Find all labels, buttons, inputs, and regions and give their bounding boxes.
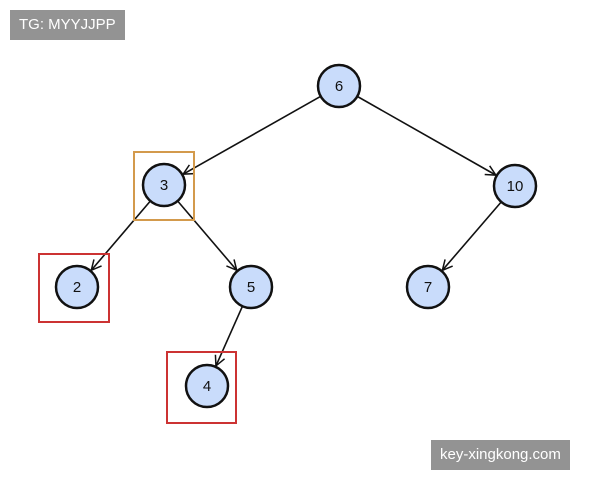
tree-edges	[91, 95, 502, 366]
node-circle	[492, 163, 538, 209]
tree-node-2: 2	[54, 264, 100, 310]
node-circle	[54, 264, 100, 310]
edge-n6-n3	[183, 95, 322, 174]
tree-node-10: 10	[492, 163, 538, 209]
node-label: 5	[247, 279, 255, 296]
edge-n10-n7	[442, 201, 502, 270]
tree-node-7: 7	[405, 264, 451, 310]
node-label: 4	[203, 378, 211, 395]
tree-node-4: 4	[184, 363, 230, 409]
tree-node-6: 6	[316, 63, 362, 109]
tree-nodes: 6 3 10 2 5 7 4	[54, 63, 538, 409]
edge-n3-n5	[177, 200, 237, 270]
node-circle	[141, 162, 187, 208]
tree-node-5: 5	[228, 264, 274, 310]
node-label: 2	[73, 279, 81, 296]
node-circle	[184, 363, 230, 409]
highlight-boxes	[38, 151, 237, 424]
node-label: 3	[160, 177, 168, 194]
node-label: 10	[507, 178, 524, 195]
highlight-box-red	[166, 351, 237, 424]
node-label: 6	[335, 78, 343, 95]
highlight-box-orange	[133, 151, 195, 221]
watermark-top-left: TG: MYYJJPP	[10, 10, 125, 40]
node-label: 7	[424, 279, 432, 296]
node-circle	[405, 264, 451, 310]
edge-n3-n2	[91, 200, 151, 270]
node-circle	[228, 264, 274, 310]
edge-n5-n4	[216, 305, 244, 366]
edge-n6-n10	[356, 95, 496, 175]
highlight-box-red	[38, 253, 110, 323]
watermark-bottom-right: key-xingkong.com	[431, 440, 570, 470]
tree-node-3: 3	[141, 162, 187, 208]
node-circle	[316, 63, 362, 109]
